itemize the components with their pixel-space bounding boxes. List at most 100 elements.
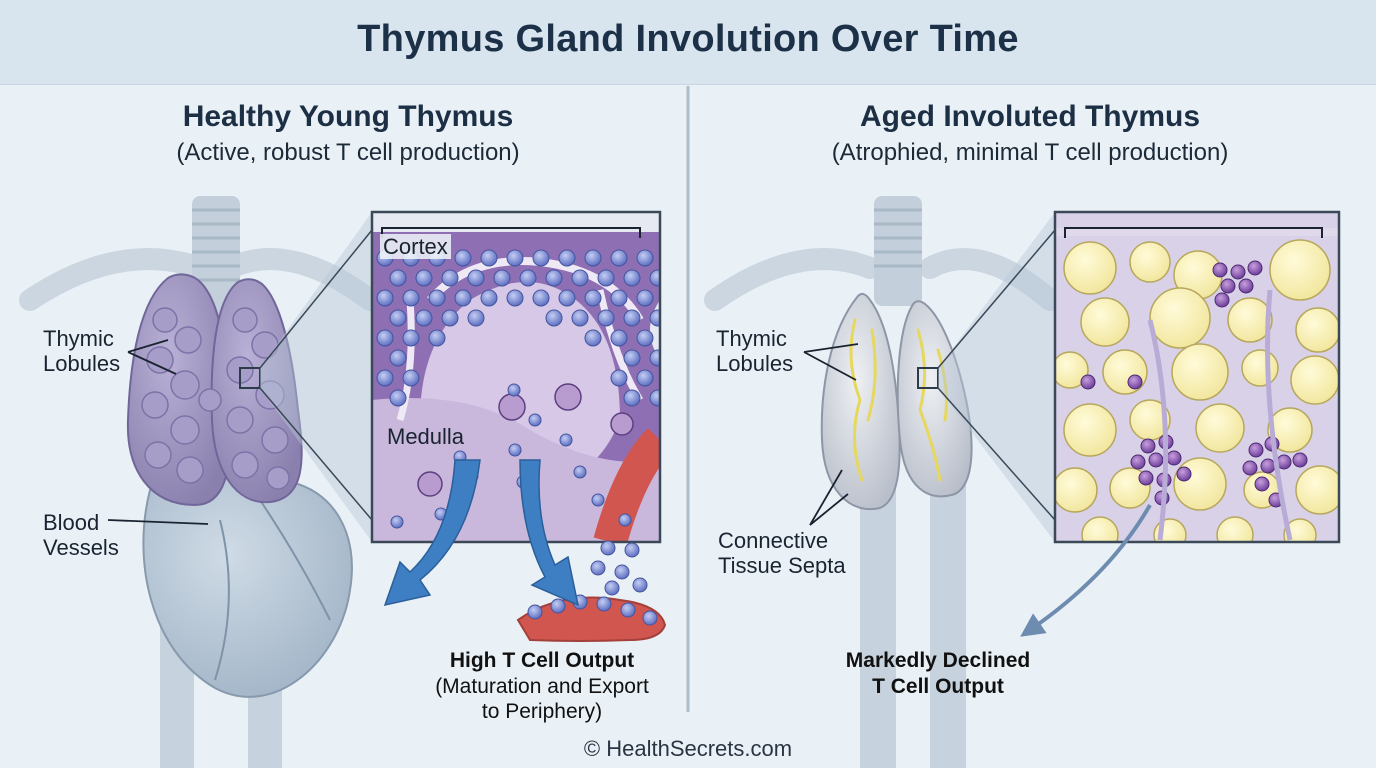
- cortex-t-cell: [610, 329, 628, 347]
- healthy-inset: [372, 212, 660, 542]
- healthy-subheading: (Active, robust T cell production): [176, 139, 520, 166]
- residual-t-cell: [1230, 264, 1246, 280]
- residual-t-cell: [1212, 262, 1228, 278]
- cortex-t-cell: [493, 269, 511, 287]
- residual-t-cell: [1292, 452, 1308, 468]
- cortex-t-cell: [623, 269, 641, 287]
- cortex-t-cell: [571, 269, 589, 287]
- residual-t-cell: [1242, 460, 1258, 476]
- residual-t-cell: [1148, 452, 1164, 468]
- cortex-t-cell: [623, 349, 641, 367]
- residual-t-cell: [1254, 476, 1270, 492]
- adipocyte: [1267, 407, 1313, 453]
- cortex-t-cell: [428, 329, 446, 347]
- cortex-t-cell: [389, 349, 407, 367]
- adipocyte: [1063, 403, 1117, 457]
- high-output-title: High T Cell Output: [449, 649, 635, 672]
- label-medulla: Medulla: [387, 424, 465, 449]
- residual-t-cell: [1214, 292, 1230, 308]
- residual-t-cell: [1140, 438, 1156, 454]
- cortex-t-cell: [480, 289, 498, 307]
- cortex-t-cell: [376, 369, 394, 387]
- cortex-t-cell: [532, 249, 550, 267]
- cortex-t-cell: [402, 329, 420, 347]
- cortex-t-cell: [649, 309, 660, 327]
- adipocyte: [1171, 343, 1229, 401]
- cortex-t-cell: [636, 289, 654, 307]
- cortex-t-cell: [389, 309, 407, 327]
- cortex-t-cell: [558, 249, 576, 267]
- cortex-t-cell: [415, 309, 433, 327]
- export-arrow-1: [383, 459, 481, 607]
- residual-t-cell: [1166, 450, 1182, 466]
- cortex-t-cell: [610, 289, 628, 307]
- cortex-t-cell: [519, 269, 537, 287]
- adipocyte: [1102, 349, 1148, 395]
- residual-t-cell: [1220, 278, 1236, 294]
- adipocyte: [1295, 307, 1339, 353]
- adipocyte: [1081, 516, 1119, 542]
- residual-t-cell: [1080, 374, 1096, 390]
- aged-right-lobe: [896, 300, 973, 498]
- adipocyte: [1269, 239, 1331, 301]
- cortex-t-cell: [623, 309, 641, 327]
- declined-output-line1: Markedly Declined: [845, 649, 1031, 672]
- adipocyte: [1173, 457, 1227, 511]
- adipocyte: [1080, 297, 1130, 347]
- cortex-t-cell: [532, 289, 550, 307]
- adipocyte: [1055, 467, 1098, 513]
- cortex-t-cell: [649, 349, 660, 367]
- cortex-t-cell: [402, 289, 420, 307]
- adipocyte: [1149, 287, 1211, 349]
- adipocyte: [1195, 403, 1245, 453]
- cortex-t-cell: [506, 249, 524, 267]
- aged-heading: Aged Involuted Thymus: [859, 100, 1201, 133]
- residual-t-cell: [1247, 260, 1263, 276]
- cortex-t-cell: [415, 269, 433, 287]
- cortex-t-cell: [402, 369, 420, 387]
- cortex-t-cell: [649, 269, 660, 287]
- residual-t-cell: [1138, 470, 1154, 486]
- adipocyte: [1283, 518, 1317, 542]
- cortex-t-cell: [545, 269, 563, 287]
- adipocyte: [1290, 355, 1339, 405]
- high-output-line2: to Periphery): [481, 700, 603, 723]
- cortex-t-cell: [610, 249, 628, 267]
- cortex-t-cell: [441, 309, 459, 327]
- cortex-t-cell: [584, 249, 602, 267]
- cortex-t-cell: [441, 269, 459, 287]
- adipocyte: [1055, 351, 1089, 389]
- cortex-t-cell: [428, 289, 446, 307]
- adipocyte: [1241, 349, 1279, 387]
- cortex-t-cell: [506, 289, 524, 307]
- cortex-t-cell: [584, 329, 602, 347]
- residual-t-cell: [1127, 374, 1143, 390]
- residual-t-cell: [1248, 442, 1264, 458]
- residual-t-cell: [1260, 458, 1276, 474]
- residual-t-cell: [1176, 466, 1192, 482]
- footer-copyright: © HealthSecrets.com: [583, 736, 793, 761]
- page-title: Thymus Gland Involution Over Time: [357, 18, 1019, 60]
- cortex-t-cell: [571, 309, 589, 327]
- cortex-t-cell: [480, 249, 498, 267]
- cortex-t-cell: [454, 289, 472, 307]
- title-bar: Thymus Gland Involution Over Time: [0, 0, 1376, 85]
- cortex-t-cell: [376, 329, 394, 347]
- adipocyte: [1295, 465, 1339, 515]
- cortex-t-cell: [597, 309, 615, 327]
- cortex-t-cell: [623, 389, 641, 407]
- adipocyte: [1227, 297, 1273, 343]
- cortex-t-cell: [389, 269, 407, 287]
- cortex-t-cell: [584, 289, 602, 307]
- cortex-t-cell: [558, 289, 576, 307]
- cortex-t-cell: [545, 309, 563, 327]
- aged-anatomy: [704, 196, 1061, 768]
- declined-output-arrow: [1020, 504, 1152, 637]
- residual-t-cell: [1238, 278, 1254, 294]
- cortex-t-cell: [610, 369, 628, 387]
- adipocyte: [1063, 241, 1117, 295]
